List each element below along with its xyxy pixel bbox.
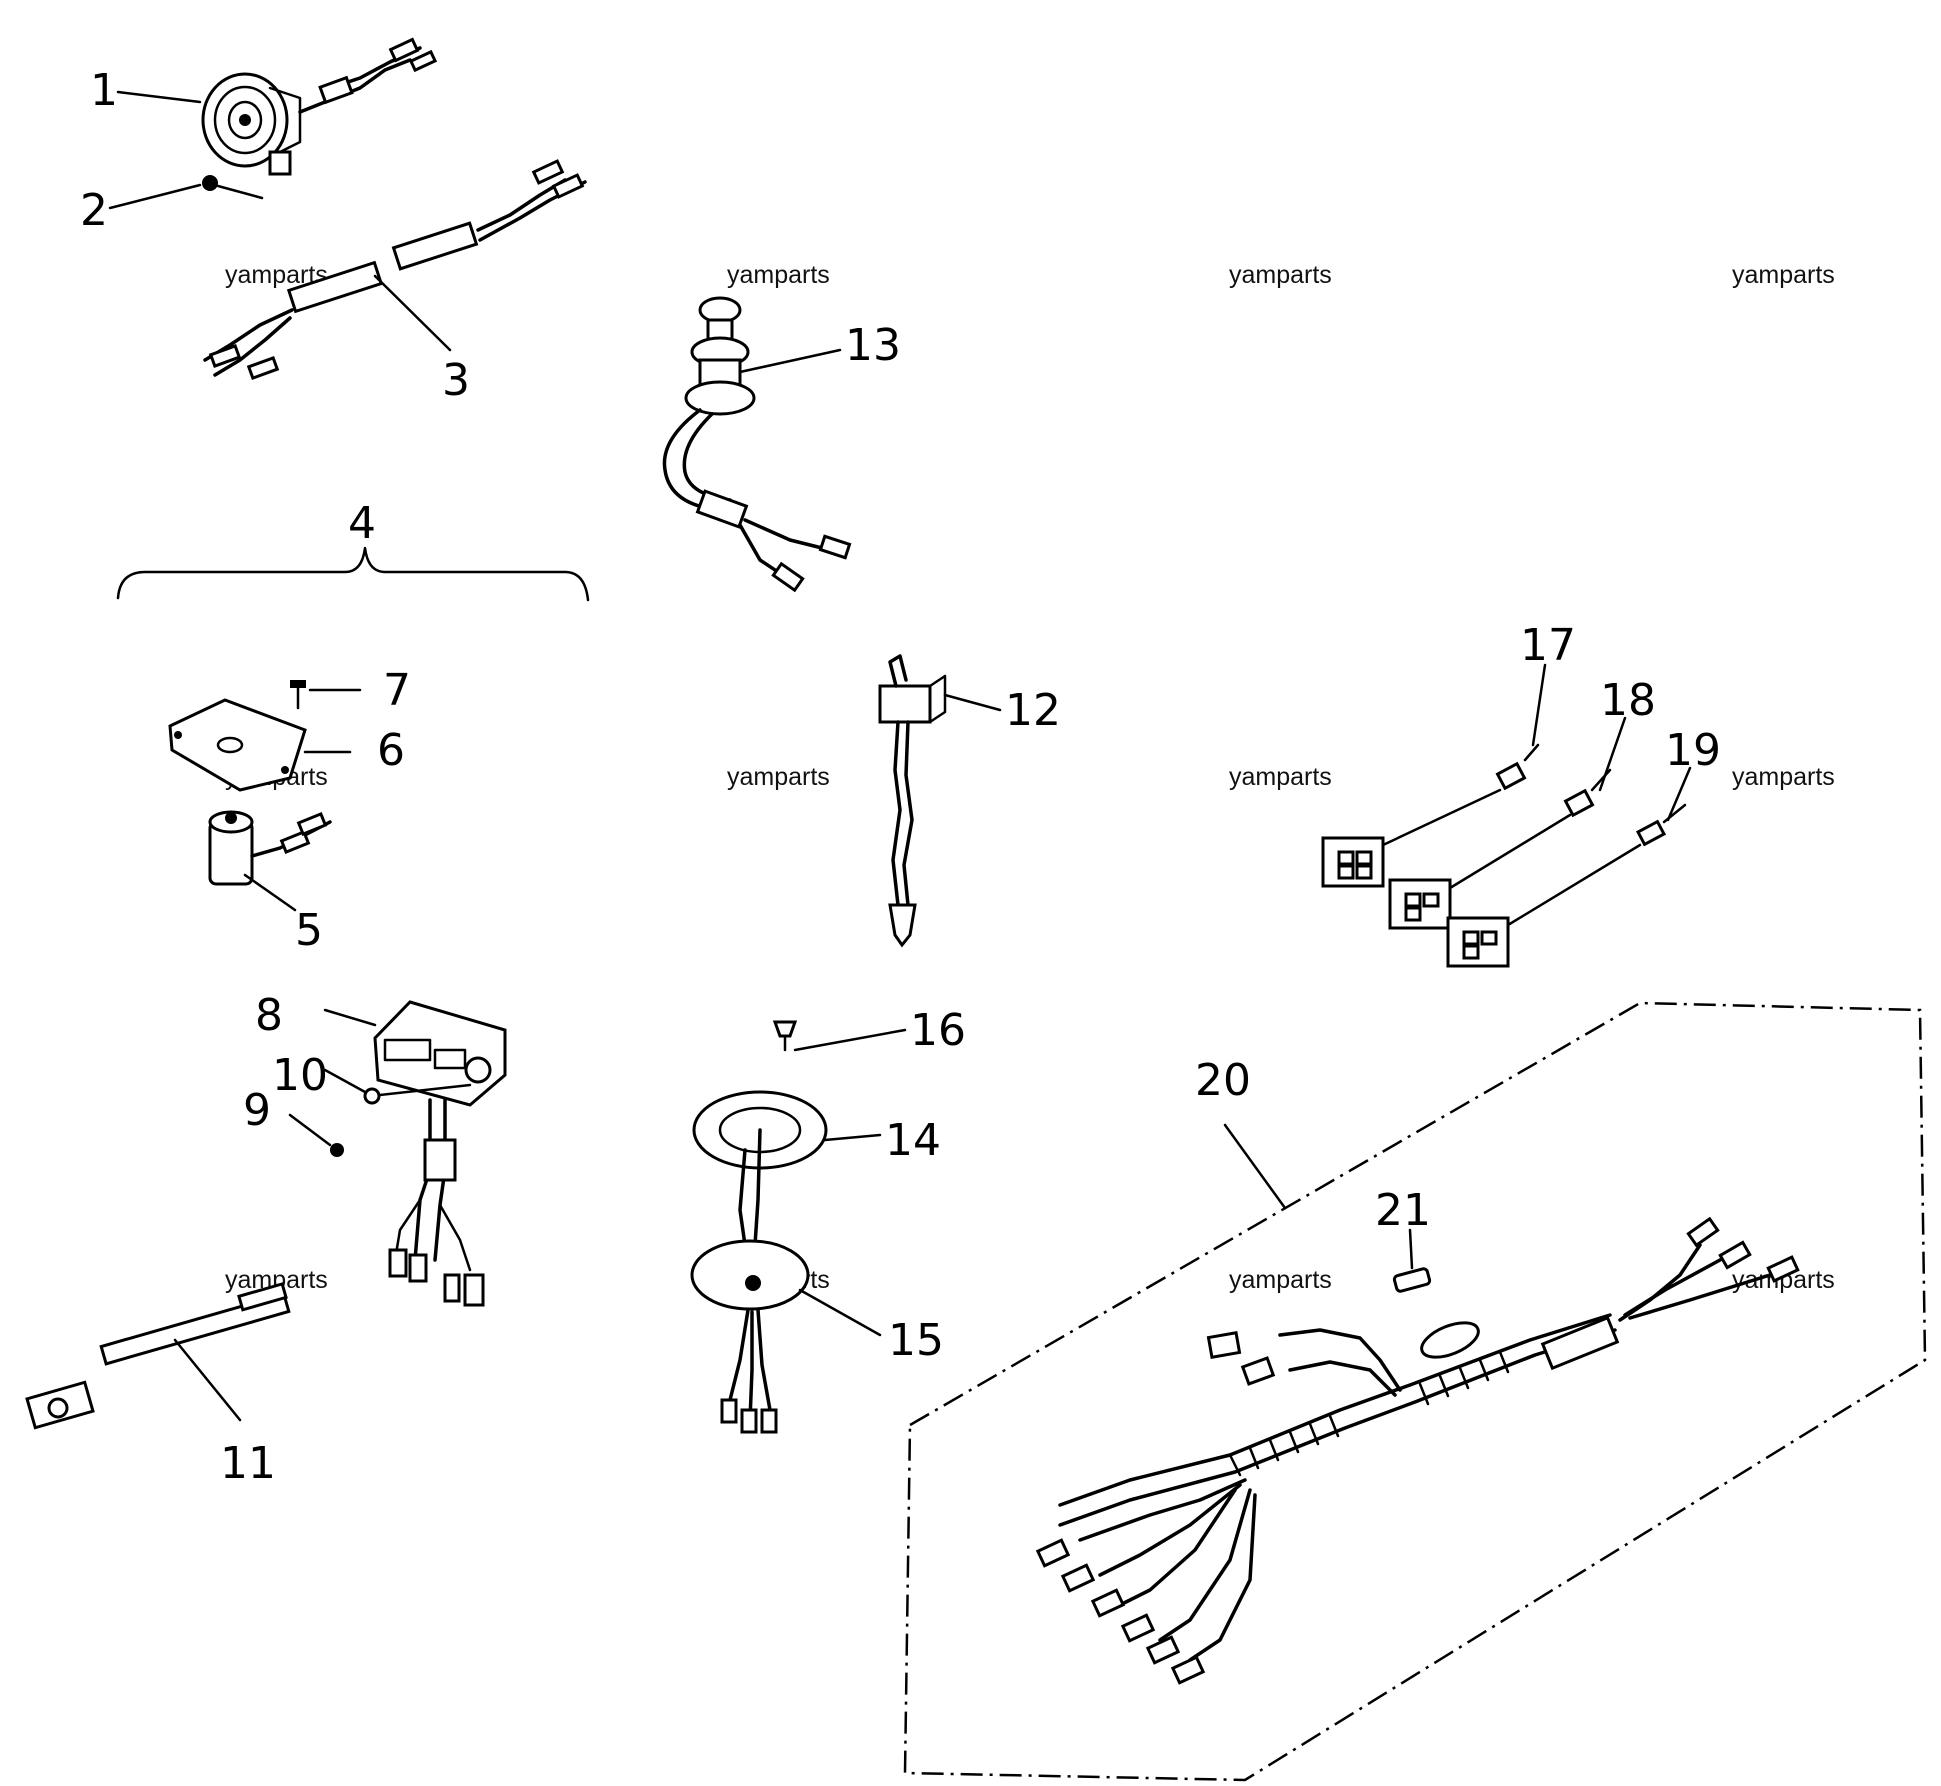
watermark: yamparts <box>1229 763 1332 791</box>
callout-6: 6 <box>377 725 405 776</box>
callout-11: 11 <box>220 1438 276 1489</box>
part-11-cable <box>25 1282 291 1430</box>
callout-20: 20 <box>1195 1055 1251 1106</box>
part-20-wire-harness <box>1035 1216 1800 1685</box>
part-6-plate <box>168 698 352 792</box>
part-19-connector <box>1446 803 1687 968</box>
callout-7: 7 <box>383 665 411 716</box>
part-5-switch <box>208 810 332 912</box>
part-15-plate <box>690 1239 882 1434</box>
part-10-washer <box>323 1068 472 1105</box>
watermark: yamparts <box>1732 763 1835 791</box>
callout-19: 19 <box>1665 725 1721 776</box>
watermark: yamparts <box>1732 261 1835 289</box>
callout-5: 5 <box>295 905 323 956</box>
part-17-connector <box>1321 743 1540 888</box>
part-18-connector <box>1388 768 1612 930</box>
callout-3: 3 <box>442 355 470 406</box>
part-20-kit-boundary <box>903 1001 1927 1782</box>
part-4-kit-bracket <box>116 546 590 602</box>
part-13-key-switch <box>662 296 852 593</box>
part-7-screw <box>290 680 362 710</box>
watermark-layer: yamparts yamparts yamparts yamparts yamp… <box>225 261 1835 1294</box>
callout-21: 21 <box>1375 1185 1431 1236</box>
callout-16: 16 <box>910 1005 966 1056</box>
callout-1: 1 <box>90 65 118 116</box>
part-12-toggle-switch <box>878 654 1002 948</box>
part-2-screw <box>202 175 264 200</box>
callout-8: 8 <box>255 990 283 1041</box>
callout-18: 18 <box>1600 675 1656 726</box>
part-21-clip <box>1392 1228 1432 1293</box>
callout-17: 17 <box>1520 620 1576 671</box>
part-8-switch-box <box>323 1000 507 1307</box>
callout-15: 15 <box>888 1315 944 1366</box>
callout-numbers: 1 2 3 4 5 6 7 8 9 10 11 12 13 14 15 16 1… <box>80 65 1721 1489</box>
part-3-wire-lead <box>203 159 587 381</box>
callout-2: 2 <box>80 185 108 236</box>
callout-12: 12 <box>1005 685 1061 736</box>
callout-14: 14 <box>885 1115 941 1166</box>
watermark: yamparts <box>1229 261 1332 289</box>
callout-13: 13 <box>845 320 901 371</box>
part-1-horn <box>201 37 438 176</box>
part-14-gauge <box>692 1090 882 1247</box>
watermark: yamparts <box>727 763 830 791</box>
callout-4: 4 <box>348 498 376 549</box>
part-16-screw <box>772 1020 907 1052</box>
callout-10: 10 <box>272 1050 328 1101</box>
watermark: yamparts <box>727 261 830 289</box>
watermark: yamparts <box>1229 1266 1332 1294</box>
part-9-screw <box>288 1113 344 1157</box>
callout-9: 9 <box>243 1085 271 1136</box>
